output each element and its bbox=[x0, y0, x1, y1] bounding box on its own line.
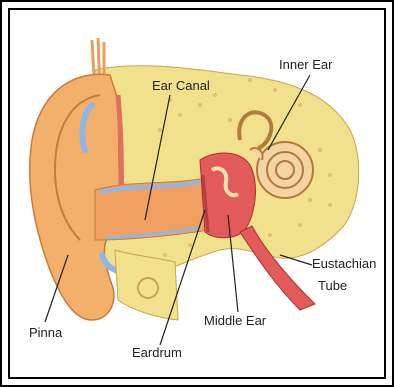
label-ear-canal: Ear Canal bbox=[152, 79, 210, 93]
mastoid-lower bbox=[115, 250, 178, 320]
label-eardrum: Eardrum bbox=[132, 346, 182, 360]
label-middle-ear: Middle Ear bbox=[204, 314, 266, 328]
cochlea-outer bbox=[257, 142, 313, 198]
label-eustachian-line2: Tube bbox=[318, 279, 347, 293]
label-eustachian-line1: Eustachian bbox=[312, 257, 376, 271]
label-pinna: Pinna bbox=[29, 326, 62, 340]
label-inner-ear: Inner Ear bbox=[279, 58, 332, 72]
